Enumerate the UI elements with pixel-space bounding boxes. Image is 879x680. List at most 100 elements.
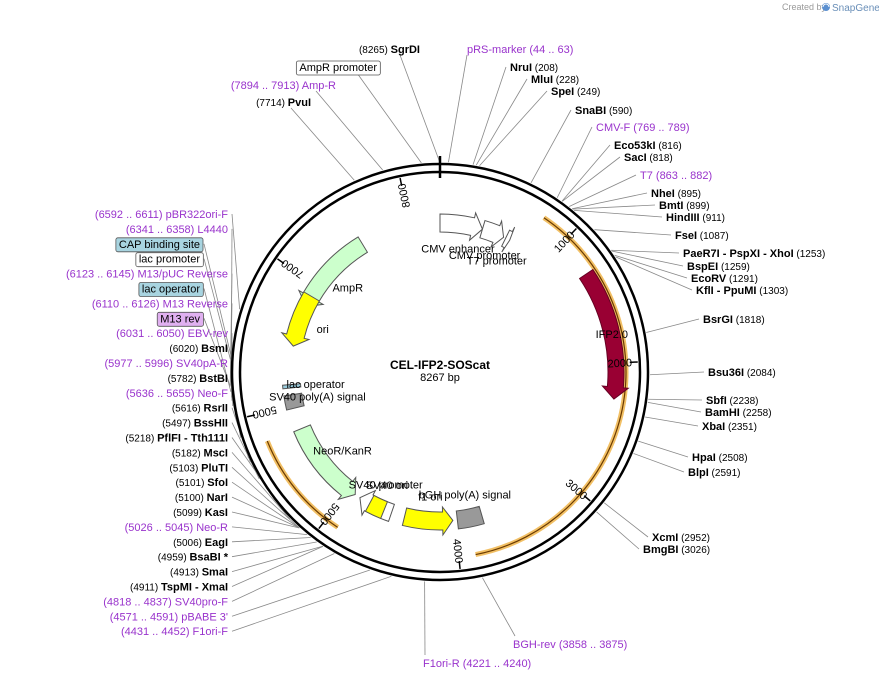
primer-label[interactable]: (6110 .. 6126) M13 Reverse [92, 298, 228, 310]
svg-text:NheI (895): NheI (895) [651, 188, 701, 200]
feature-f1-ori[interactable] [401, 505, 454, 537]
feature-lac-operator[interactable] [282, 383, 302, 390]
enzyme-site-label[interactable]: (5101) SfoI [176, 477, 228, 489]
enzyme-site-label[interactable]: (5782) BstBI [168, 373, 228, 385]
svg-text:HpaI (2508): HpaI (2508) [692, 452, 748, 464]
enzyme-site-label[interactable]: (4911) TspMI - XmaI [130, 582, 228, 594]
primer-label[interactable]: (5636 .. 5655) Neo-F [126, 388, 228, 400]
feature-tag[interactable]: AmpR promoter [295, 60, 381, 76]
site-name: BmgBI [643, 544, 678, 556]
enzyme-site-label[interactable]: Eco53kI (816) [614, 140, 682, 152]
enzyme-site-label[interactable]: Bsu36I (2084) [708, 367, 776, 379]
enzyme-site-label[interactable]: (7714) PvuI [256, 97, 311, 109]
feature-bgh-poly-a-signal[interactable] [455, 505, 485, 530]
primer-label[interactable]: (4571 .. 4591) pBABE 3' [110, 611, 228, 623]
enzyme-site-label[interactable]: (5497) BssHII [162, 418, 228, 430]
enzyme-site-label[interactable]: HpaI (2508) [692, 452, 748, 464]
site-position: (816) [656, 141, 682, 152]
svg-text:(5782) BstBI: (5782) BstBI [168, 373, 228, 385]
feature-sv40-poly-a-signal[interactable] [283, 392, 305, 411]
svg-text:(5101) SfoI: (5101) SfoI [176, 477, 228, 489]
feature-t7-promoter[interactable] [500, 226, 516, 253]
primer-label[interactable]: (6123 .. 6145) M13/pUC Reverse [66, 269, 228, 281]
enzyme-site-label[interactable]: (5103) PluTI [169, 462, 228, 474]
site-position: (208) [532, 63, 558, 74]
enzyme-site-label[interactable]: BmtI (899) [659, 200, 710, 212]
leader-line [472, 66, 507, 165]
feature-ifp2-0[interactable] [578, 268, 630, 400]
feature-label: bGH poly(A) signal [419, 490, 511, 502]
leader-line [572, 204, 656, 210]
leader-line [572, 192, 648, 210]
site-position: (5497) [162, 419, 194, 430]
site-name: Eco53kI [614, 140, 656, 152]
feature-label: NeoR/KanR [313, 445, 372, 457]
enzyme-site-label[interactable]: XbaI (2351) [702, 421, 757, 433]
primer-label[interactable]: T7 (863 .. 882) [640, 170, 712, 182]
primer-label[interactable]: (6341 .. 6358) L4440 [126, 224, 228, 236]
enzyme-site-label[interactable]: SpeI (249) [551, 86, 600, 98]
site-name: RsrII [204, 403, 228, 415]
tick-mark [246, 414, 256, 418]
enzyme-site-label[interactable]: (8265) SgrDI [359, 44, 420, 56]
leader-line [556, 126, 593, 198]
primer-label[interactable]: F1ori-R (4221 .. 4240) [423, 658, 531, 670]
enzyme-site-label[interactable]: (4913) SmaI [170, 567, 228, 579]
enzyme-site-label[interactable]: BamHI (2258) [705, 407, 772, 419]
site-name: BamHI [705, 407, 740, 419]
enzyme-site-label[interactable]: PaeR7I - PspXI - XhoI (1253) [683, 248, 825, 260]
site-position: (4221 .. 4240) [460, 658, 532, 670]
svg-text:(5026 .. 5045) Neo-R: (5026 .. 5045) Neo-R [125, 522, 228, 534]
enzyme-site-label[interactable]: BlpI (2591) [688, 467, 740, 479]
enzyme-site-label[interactable]: NheI (895) [651, 188, 701, 200]
site-position: (5636 .. 5655) [126, 388, 198, 400]
enzyme-site-label[interactable]: SacI (818) [624, 152, 673, 164]
enzyme-site-label[interactable]: (5099) KasI [173, 507, 228, 519]
feature-tag[interactable]: lac promoter [135, 252, 204, 268]
enzyme-site-label[interactable]: (5006) EagI [173, 537, 228, 549]
site-position: (590) [606, 106, 632, 117]
enzyme-site-label[interactable]: EcoRV (1291) [691, 273, 758, 285]
primer-label[interactable]: (6031 .. 6050) EBV-rev [116, 328, 228, 340]
enzyme-site-label[interactable]: BsrGI (1818) [703, 314, 765, 326]
enzyme-site-label[interactable]: (6020) BsmI [169, 343, 228, 355]
enzyme-site-label[interactable]: (5616) RsrII [172, 403, 228, 415]
primer-label[interactable]: pRS-marker (44 .. 63) [467, 44, 573, 56]
primer-label[interactable]: (6592 .. 6611) pBR322ori-F [95, 209, 228, 221]
feature-cmv-enhancer[interactable] [439, 211, 484, 242]
enzyme-site-label[interactable]: KflI - PpuMI (1303) [696, 285, 788, 297]
primer-label[interactable]: (4818 .. 4837) SV40pro-F [103, 596, 228, 608]
enzyme-site-label[interactable]: (4959) BsaBI * [158, 552, 229, 564]
enzyme-site-label[interactable]: MluI (228) [531, 74, 579, 86]
leader-line [596, 511, 640, 550]
enzyme-site-label[interactable]: BspEI (1259) [687, 261, 750, 273]
enzyme-site-label[interactable]: SnaBI (590) [575, 105, 632, 117]
enzyme-site-label[interactable]: (5182) MscI [172, 447, 228, 459]
feature-tag[interactable]: lac operator [138, 282, 204, 297]
primer-label[interactable]: (5026 .. 5045) Neo-R [125, 522, 228, 534]
feature-ampr[interactable] [297, 236, 369, 307]
enzyme-site-label[interactable]: BmgBI (3026) [643, 544, 710, 556]
feature-ori[interactable] [280, 291, 321, 347]
enzyme-site-label[interactable]: NruI (208) [510, 62, 558, 74]
enzyme-site-label[interactable]: FseI (1087) [675, 230, 729, 242]
enzyme-site-label[interactable]: XcmI (2952) [652, 532, 710, 544]
enzyme-site-label[interactable]: (5218) PflFI - Tth111I [125, 433, 228, 445]
feature-tag[interactable]: CAP binding site [115, 237, 204, 253]
site-name: SV40pro-F [175, 596, 228, 608]
feature-sv40-ori[interactable] [364, 494, 389, 520]
primer-label[interactable]: CMV-F (769 .. 789) [596, 122, 690, 134]
feature-tag[interactable]: M13 rev [156, 311, 204, 327]
svg-text:(8265) SgrDI: (8265) SgrDI [359, 44, 420, 56]
leader-line [615, 256, 693, 291]
enzyme-site-label[interactable]: (5100) NarI [175, 492, 228, 504]
primer-label[interactable]: BGH-rev (3858 .. 3875) [513, 639, 627, 651]
primer-label[interactable]: (4431 .. 4452) F1ori-F [121, 626, 228, 638]
feature-cmv-promoter[interactable] [479, 219, 505, 249]
primer-label[interactable]: (7894 .. 7913) Amp-R [231, 80, 336, 92]
svg-text:XcmI (2952): XcmI (2952) [652, 532, 710, 544]
enzyme-site-label[interactable]: SbfI (2238) [706, 395, 758, 407]
enzyme-site-label[interactable]: HindIII (911) [666, 212, 725, 224]
feature-neor-kanr[interactable] [293, 424, 357, 501]
primer-label[interactable]: (5977 .. 5996) SV40pA-R [104, 358, 228, 370]
